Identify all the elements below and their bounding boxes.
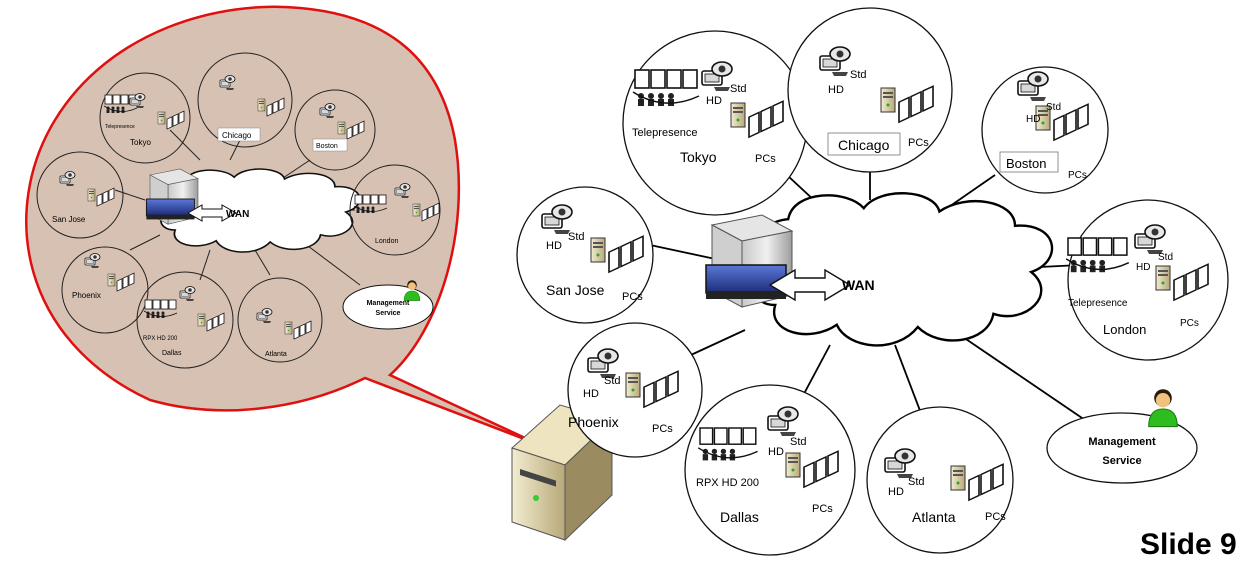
callout-site-chicago: Chicago	[217, 75, 285, 142]
dallas-pcs-label: PCs	[812, 503, 833, 515]
tokyo-telepresence-label: Telepresence	[632, 127, 697, 139]
callout-site-london: London	[353, 183, 440, 245]
boston-hd-label: HD	[1026, 114, 1040, 125]
server-icon	[705, 214, 793, 308]
callout-site-dallas: RPX HD 200 Dallas	[143, 286, 225, 357]
callout-site-phoenix: Phoenix	[72, 253, 135, 300]
dallas-name: Dallas	[720, 509, 759, 525]
callout-links	[114, 129, 361, 286]
atlanta-std-label: Std	[908, 476, 925, 488]
tokyo-hd-label: HD	[706, 95, 722, 107]
phoenix-pcs-label: PCs	[652, 423, 673, 435]
svg-text:Chicago: Chicago	[222, 131, 252, 140]
phoenix-std-label: Std	[604, 375, 621, 387]
london-telepresence-label: Telepresence	[1068, 298, 1128, 309]
slide-number: Slide 9	[1140, 528, 1237, 561]
site-tokyo: Telepresence HD Std PCs Tokyo	[632, 61, 784, 165]
callout-mgmt-line1: Management	[367, 300, 410, 307]
london-std-label: Std	[1158, 252, 1173, 263]
svg-text:Dallas: Dallas	[162, 350, 182, 357]
london-pcs-label: PCs	[1180, 318, 1199, 329]
callout-management-ellipse	[342, 284, 434, 330]
wan-label: WAN	[842, 277, 875, 293]
chicago-name: Chicago	[838, 137, 890, 153]
tokyo-name: Tokyo	[680, 149, 717, 165]
management-ellipse	[1046, 412, 1198, 484]
sanjose-std-label: Std	[568, 231, 585, 243]
wan-cloud-icon	[752, 192, 1054, 347]
chicago-std-label: Std	[850, 69, 867, 81]
phoenix-hd-label: HD	[583, 388, 599, 400]
management-line2: Service	[1102, 455, 1141, 467]
dallas-rpx-label: RPX HD 200	[696, 477, 759, 489]
atlanta-name: Atlanta	[912, 509, 956, 525]
callout-server-icon	[145, 168, 199, 225]
person-icon	[1148, 388, 1178, 428]
site-atlanta: HD Std PCs Atlanta	[884, 448, 1006, 525]
callout-mgmt-line2: Service	[376, 310, 401, 317]
sanjose-pcs-label: PCs	[622, 291, 643, 303]
site-sanjose: HD Std PCs San Jose	[541, 204, 644, 303]
callout-site-circles	[36, 52, 441, 369]
site-boston: HD Std PCs Boston	[999, 71, 1089, 181]
callout-site-boston: Boston	[312, 103, 365, 152]
management-service: Management Service	[1046, 388, 1198, 484]
boston-name-box	[999, 151, 1059, 173]
svg-text:Boston: Boston	[316, 143, 338, 150]
london-hd-label: HD	[1136, 262, 1150, 273]
svg-text:Tokyo: Tokyo	[130, 138, 151, 147]
sanjose-hd-label: HD	[546, 240, 562, 252]
bidirectional-arrow-icon	[768, 268, 852, 302]
phoenix-name: Phoenix	[568, 414, 619, 430]
sanjose-name: San Jose	[546, 282, 605, 298]
chicago-pcs-label: PCs	[908, 137, 929, 149]
tokyo-std-label: Std	[730, 83, 747, 95]
network-diagram: WAN Management Service Telepresence Toky…	[25, 5, 1229, 556]
callout-site-tokyo: Telepresence Tokyo	[103, 93, 185, 147]
callout-arrow-icon	[186, 204, 238, 222]
boston-name: Boston	[1006, 156, 1046, 171]
svg-text:London: London	[375, 238, 398, 245]
svg-text:Phoenix: Phoenix	[72, 291, 101, 300]
site-dallas: RPX HD 200 HD Std PCs Dallas	[696, 406, 839, 525]
chicago-hd-label: HD	[828, 84, 844, 96]
atlanta-pcs-label: PCs	[985, 511, 1006, 523]
tokyo-pcs-label: PCs	[755, 153, 776, 165]
callout-site-sanjose: San Jose	[52, 171, 115, 224]
management-line1: Management	[1088, 436, 1156, 448]
site-phoenix: HD Std PCs Phoenix	[568, 348, 679, 435]
callout-wan-label: WAN	[226, 209, 249, 220]
dallas-std-label: Std	[790, 436, 807, 448]
site-london: Telepresence HD Std PCs London	[1065, 224, 1209, 337]
site-chicago: HD Std PCs Chicago	[819, 46, 934, 156]
london-name: London	[1103, 322, 1146, 337]
callout-site-atlanta: Atlanta	[256, 308, 312, 358]
svg-text:Atlanta: Atlanta	[265, 351, 287, 358]
boston-pcs-label: PCs	[1068, 170, 1087, 181]
svg-text:San Jose: San Jose	[52, 215, 86, 224]
svg-text:RPX HD 200: RPX HD 200	[143, 336, 178, 342]
chicago-name-box	[827, 132, 901, 156]
dallas-hd-label: HD	[768, 446, 784, 458]
svg-text:Telepresence: Telepresence	[105, 124, 135, 130]
boston-std-label: Std	[1046, 102, 1061, 113]
atlanta-hd-label: HD	[888, 486, 904, 498]
